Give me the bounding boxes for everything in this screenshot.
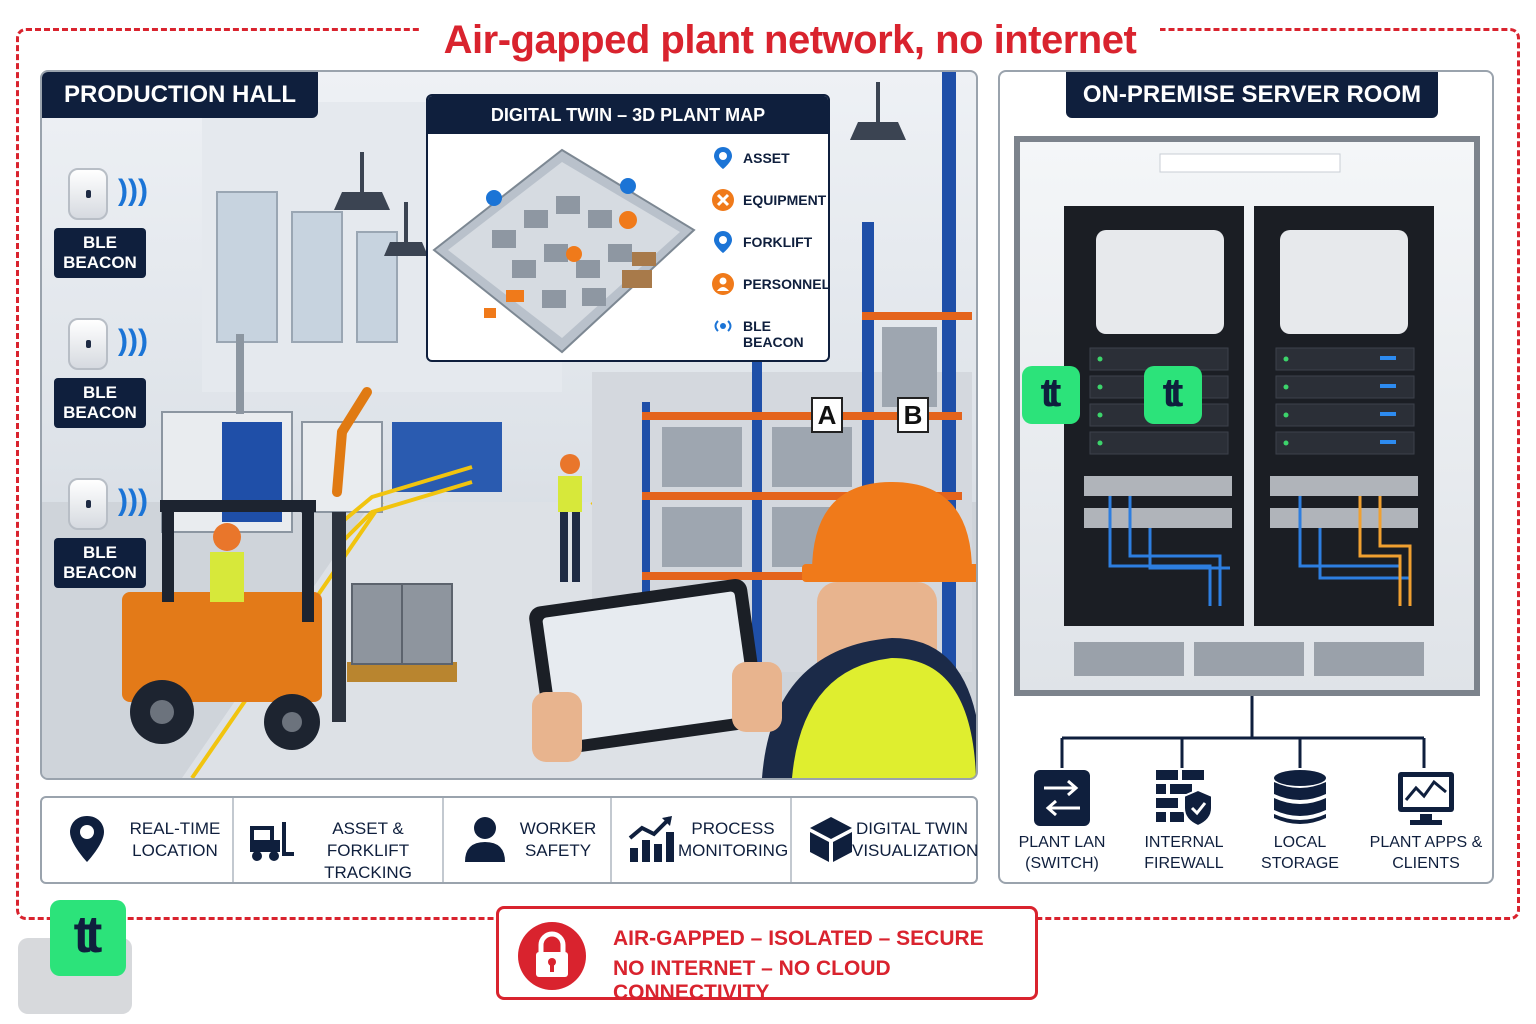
chart-growth-icon — [628, 816, 674, 862]
forklift-icon — [250, 822, 294, 861]
network-plant-lan-switch: PLANT LAN (SWITCH) — [992, 768, 1132, 874]
lock-icon — [518, 922, 586, 990]
server-racks — [1064, 153, 1434, 676]
legend-item-ble-beacon: BLE BEACON — [711, 312, 828, 350]
person-icon — [712, 273, 734, 295]
location-pin-icon — [70, 816, 104, 862]
signal-waves-icon: ))) — [118, 174, 148, 207]
beacon-device-icon — [68, 478, 108, 530]
beacon-device-icon — [68, 318, 108, 370]
rack-label-a: A — [817, 400, 837, 430]
digital-twin-panel: DIGITAL TWIN – 3D PLANT MAP ASSET EQUIPM… — [426, 94, 830, 362]
brand-logo: tt — [1022, 366, 1080, 424]
firewall-icon — [1156, 770, 1213, 828]
network-local-storage: LOCAL STORAGE — [1230, 768, 1370, 874]
legend-item-forklift: FORKLIFT — [711, 228, 828, 258]
legend-item-equipment: EQUIPMENT — [711, 186, 828, 216]
network-connector-lines — [1060, 696, 1426, 768]
server-room-title: ON-PREMISE SERVER ROOM — [1066, 72, 1438, 118]
production-hall-illustration — [42, 72, 976, 778]
digital-twin-title: DIGITAL TWIN – 3D PLANT MAP — [428, 96, 828, 134]
map-pin-icon — [714, 147, 732, 169]
worker-icon — [465, 817, 505, 862]
equipment-x-icon — [712, 189, 734, 211]
brand-logo: tt — [1144, 366, 1202, 424]
switch-icon — [1034, 770, 1090, 826]
database-icon — [1274, 770, 1326, 824]
beacon-signal-icon — [714, 320, 732, 332]
monitor-chart-icon — [1398, 772, 1454, 825]
brand-logo: tt — [50, 900, 126, 976]
signal-waves-icon: ))) — [118, 324, 148, 357]
network-plant-apps-clients: PLANT APPS & CLIENTS — [1356, 768, 1496, 874]
3d-plant-map — [432, 148, 696, 354]
cube-icon — [810, 817, 852, 862]
server-room-illustration — [1014, 136, 1480, 696]
page-title: Air-gapped plant network, no internet — [420, 12, 1160, 68]
legend-item-asset: ASSET — [711, 144, 828, 174]
network-internal-firewall: INTERNAL FIREWALL — [1114, 768, 1254, 874]
server-room-panel: ON-PREMISE SERVER ROOM — [998, 70, 1494, 884]
security-line-2: NO INTERNET – NO CLOUD CONNECTIVITY — [613, 957, 891, 1004]
legend-item-personnel: PERSONNEL — [711, 270, 828, 300]
beacon-device-icon — [68, 168, 108, 220]
rack-label-b: B — [903, 400, 923, 430]
production-hall-title: PRODUCTION HALL — [42, 72, 318, 118]
security-banner: AIR-GAPPED – ISOLATED – SECURE NO INTERN… — [496, 906, 1038, 1004]
security-line-1: AIR-GAPPED – ISOLATED – SECURE — [613, 927, 984, 950]
map-pin-icon — [714, 231, 732, 253]
signal-waves-icon: ))) — [118, 484, 148, 517]
